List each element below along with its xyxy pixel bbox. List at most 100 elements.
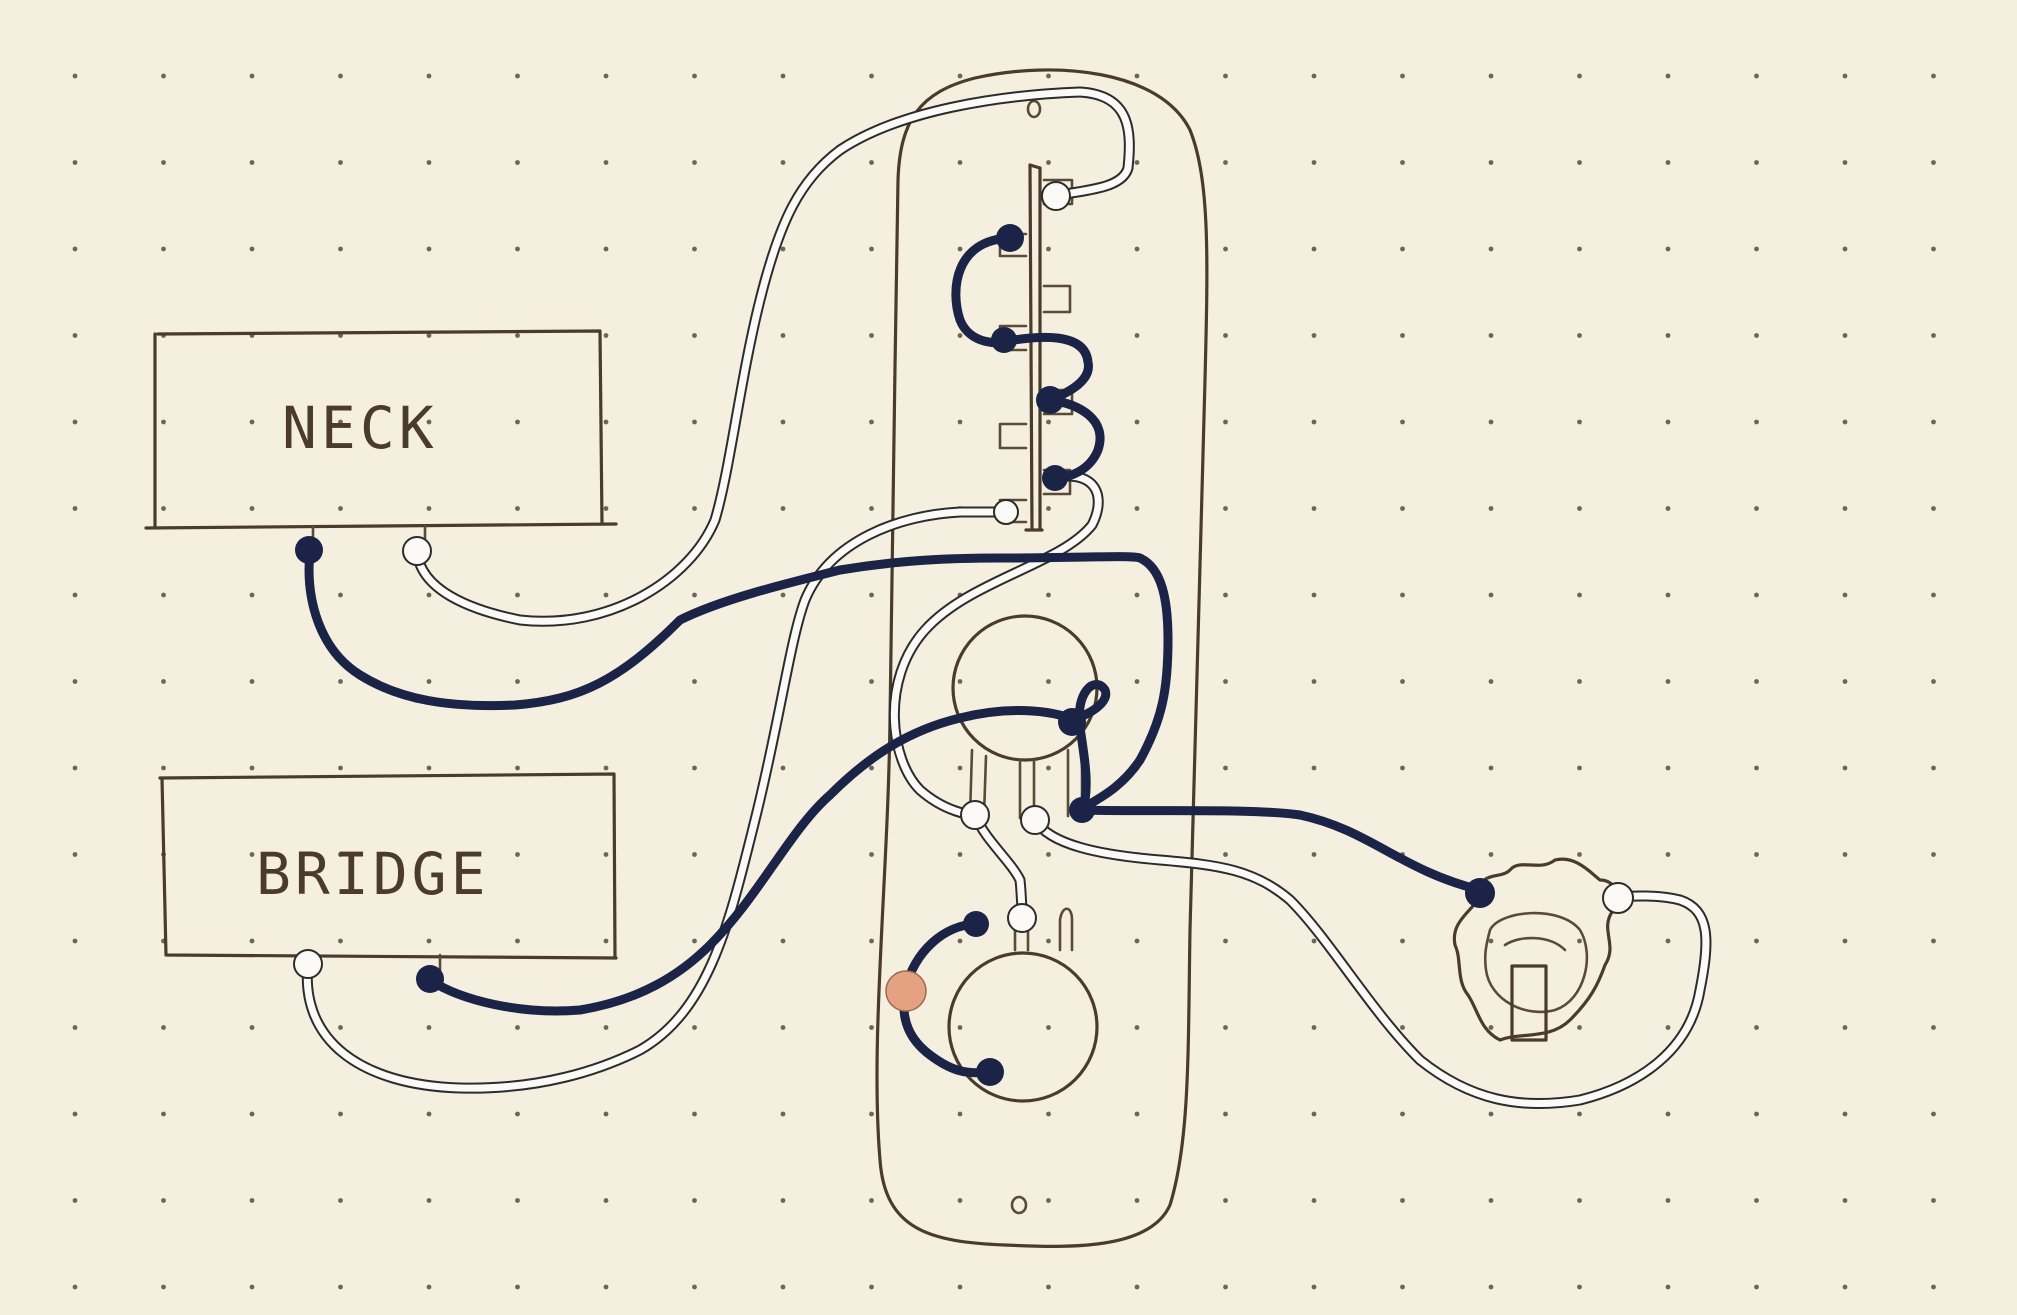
grid-dot: [1046, 679, 1051, 684]
grid-dot: [957, 679, 963, 684]
grid-dot: [957, 1284, 963, 1290]
tone-pot-body: [947, 951, 1099, 1103]
grid-dot: [1842, 1025, 1848, 1030]
grid-dot: [1754, 1111, 1759, 1117]
grid-dot: [780, 938, 786, 944]
grid-dot: [1754, 765, 1759, 771]
wire-volume-to-jack: [1031, 816, 1710, 1108]
grid-dot: [1931, 333, 1936, 338]
grid-dot: [1931, 765, 1936, 771]
wire-bridge-hot: [303, 508, 1010, 1092]
plate-screw-hole-bottom: [1010, 1195, 1028, 1215]
grid-dot: [249, 419, 255, 425]
grid-dot: [338, 679, 343, 684]
grid-dot: [957, 333, 963, 338]
grid-dot: [426, 246, 432, 252]
solder-volume-lug-1: [960, 800, 990, 830]
grid-dot: [515, 1111, 520, 1117]
switch-lug-6: [998, 422, 1028, 450]
grid-dot: [1577, 73, 1582, 79]
grid-dot: [338, 1284, 343, 1290]
grid-dot: [1488, 333, 1494, 338]
grid-dot: [1223, 1284, 1228, 1290]
grid-dot: [1842, 1284, 1848, 1290]
grid-dot: [426, 592, 432, 598]
grid-dot: [1311, 592, 1317, 598]
grid-dot: [161, 679, 166, 684]
grid-dot: [692, 1198, 697, 1203]
grid-dot: [603, 938, 609, 944]
grid-dot: [957, 1198, 963, 1203]
grid-dot: [338, 765, 343, 771]
grid-dot: [869, 419, 874, 425]
wire-tone-cap-loop: [899, 919, 995, 1078]
grid-dot: [1223, 938, 1228, 944]
grid-dot: [603, 419, 609, 425]
grid-dot: [72, 679, 78, 684]
grid-dot: [338, 506, 343, 511]
grid-dot: [515, 1025, 520, 1030]
grid-dot: [1577, 679, 1582, 684]
grid-dot: [1311, 73, 1317, 79]
grid-dot: [869, 852, 874, 857]
grid-dot: [1400, 592, 1405, 598]
grid-dot: [1400, 506, 1405, 511]
plate-screw-hole-top: [1026, 99, 1042, 119]
grid-dot: [1931, 246, 1936, 252]
grid-dot: [1665, 852, 1671, 857]
grid-dot: [72, 1198, 78, 1203]
grid-dot: [869, 592, 874, 598]
grid-dot: [1665, 419, 1671, 425]
grid-dot: [515, 592, 520, 598]
grid-dot: [1842, 333, 1848, 338]
grid-dot: [1931, 73, 1936, 79]
grid-dot: [72, 1025, 78, 1030]
grid-dot: [1931, 1198, 1936, 1203]
grid-dot: [1842, 592, 1848, 598]
grid-dot: [869, 160, 874, 165]
grid-dot: [1665, 679, 1671, 684]
solder-jack-sleeve: [1465, 878, 1495, 908]
grid-dot: [338, 1111, 343, 1117]
grid-dot: [1842, 73, 1848, 79]
switch-lug-3: [1042, 284, 1072, 314]
solder-neck-hot: [402, 536, 432, 566]
grid-dot: [1046, 1198, 1051, 1203]
grid-dot: [869, 506, 874, 511]
grid-dot: [1665, 1284, 1671, 1290]
grid-dot: [1400, 1198, 1405, 1203]
grid-dot: [426, 679, 432, 684]
grid-dot: [161, 160, 166, 165]
grid-dot: [1931, 1284, 1936, 1290]
grid-dot: [1223, 1198, 1228, 1203]
grid-dot: [1665, 592, 1671, 598]
grid-dot: [1842, 765, 1848, 771]
grid-dot: [1577, 333, 1582, 338]
volume-pot-body: [951, 614, 1099, 762]
grid-dot: [1134, 1284, 1140, 1290]
wire-neck-ground: [304, 546, 1485, 895]
grid-dot: [1046, 1025, 1051, 1030]
grid-dot: [1842, 679, 1848, 684]
grid-dot: [1488, 506, 1494, 511]
grid-dot: [692, 1284, 697, 1290]
grid-dot: [1400, 1025, 1405, 1030]
grid-dot: [957, 160, 963, 165]
grid-dot: [603, 1284, 609, 1290]
grid-dot: [1046, 73, 1051, 79]
grid-dot: [1134, 1025, 1140, 1030]
grid-dot: [515, 1284, 520, 1290]
grid-dot: [603, 852, 609, 857]
grid-dot: [1842, 1198, 1848, 1203]
neck-pickup: NECK: [144, 329, 618, 554]
grid-dot: [1134, 73, 1140, 79]
grid-dot: [603, 73, 609, 79]
grid-dot: [1754, 938, 1759, 944]
grid-dot: [1134, 679, 1140, 684]
grid-dot: [161, 1198, 166, 1203]
grid-dot: [1931, 1111, 1936, 1117]
grid-dot: [1665, 246, 1671, 252]
grid-dot: [692, 852, 697, 857]
grid-dot: [692, 73, 697, 79]
grid-dot: [1223, 246, 1228, 252]
